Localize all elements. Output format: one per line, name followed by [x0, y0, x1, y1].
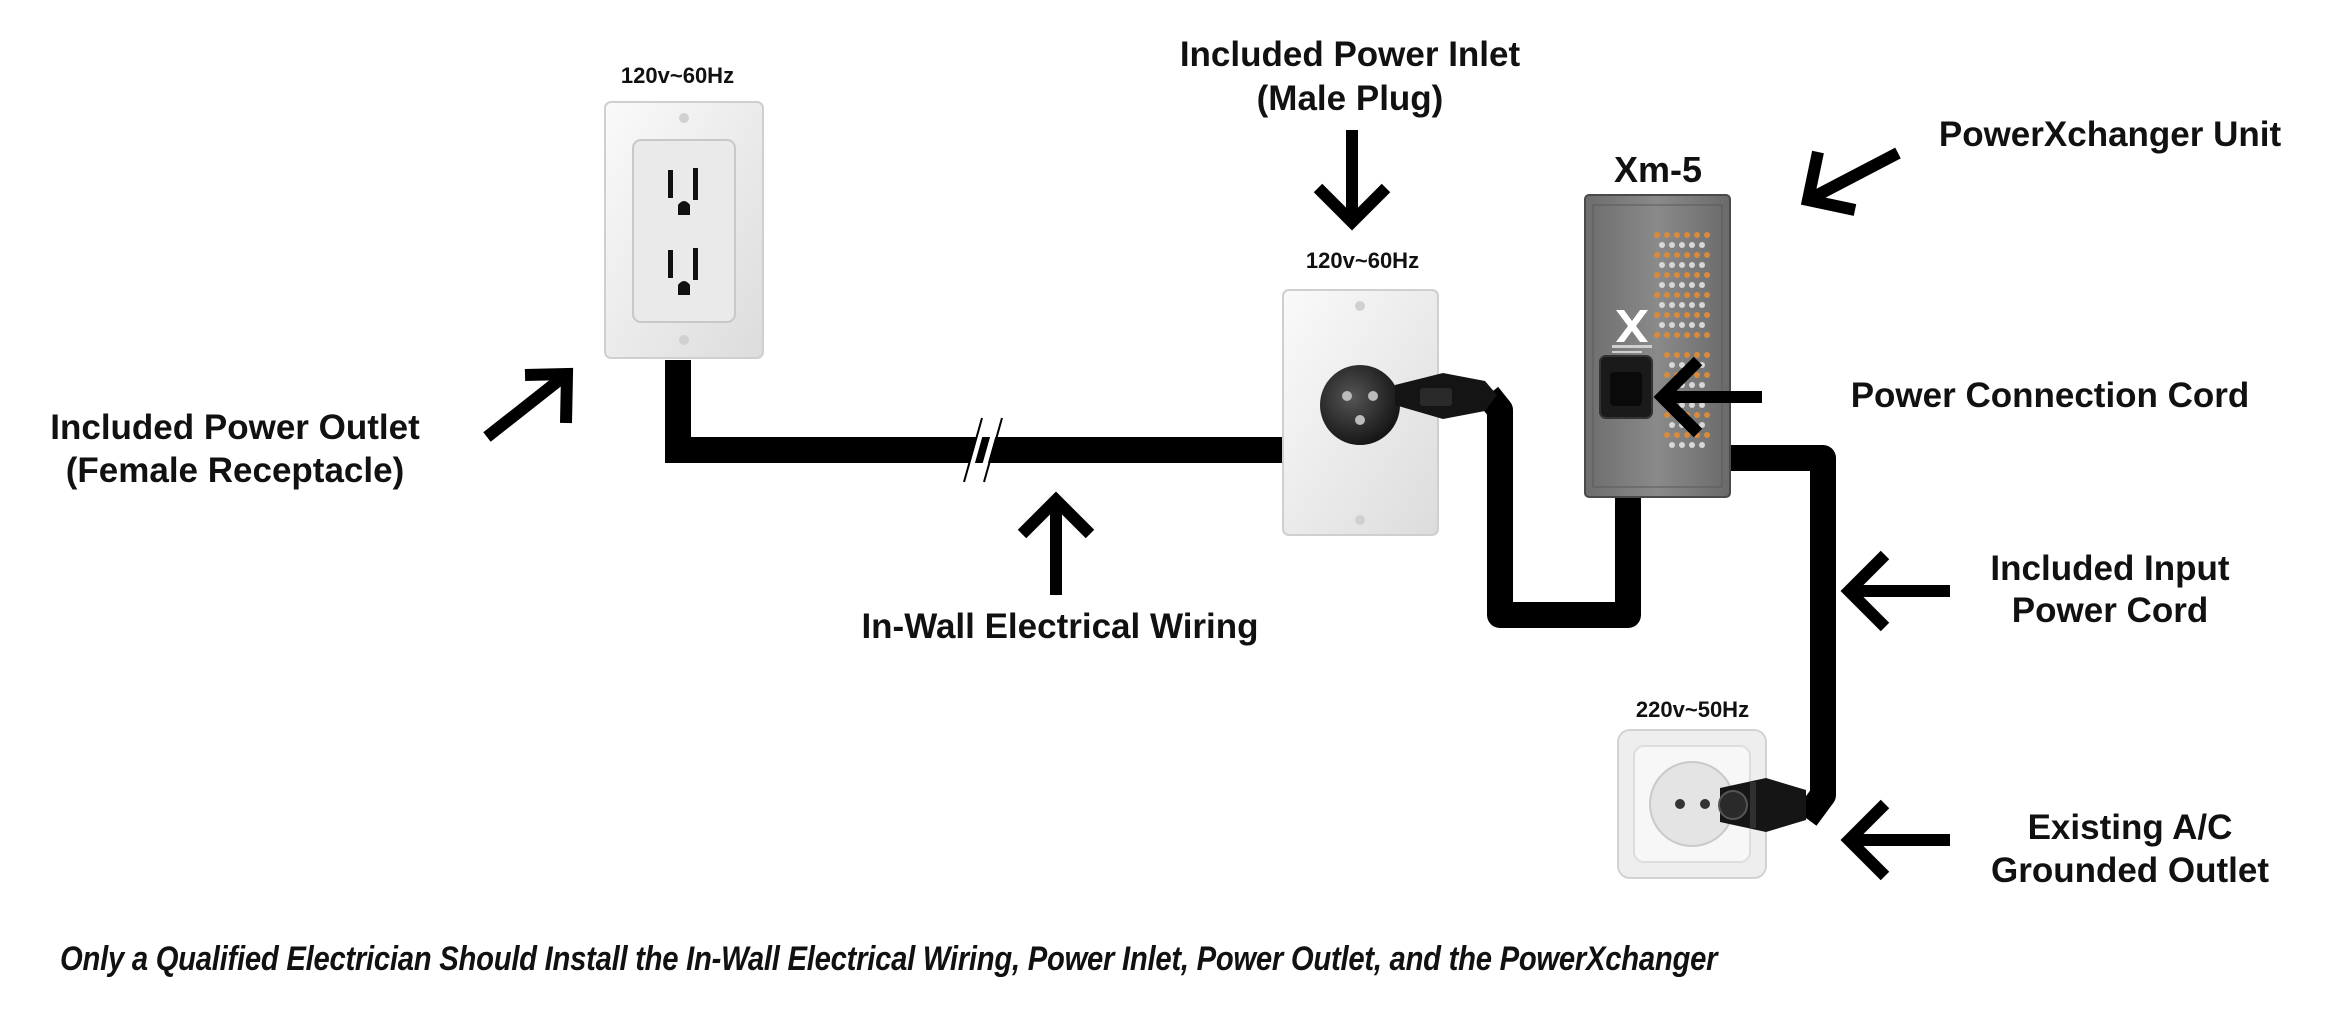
- schuko-plug-icon: [1718, 778, 1806, 832]
- wire-break-mark: [964, 417, 1001, 483]
- wire-break-mark-outline: [963, 417, 1003, 483]
- existing-line2: Grounded Outlet: [1990, 851, 2270, 890]
- arrow-unit: [1800, 147, 1901, 216]
- connection-cord: [1477, 386, 1641, 628]
- arrow-connection: [1653, 356, 1762, 438]
- arrow-icon: [483, 130, 1950, 881]
- input-cord-line1: Included Input: [1990, 549, 2230, 588]
- arrow-outlet: [483, 367, 574, 442]
- existing-voltage-label: 220v~50Hz: [1635, 697, 1750, 722]
- inlet-title-line2: (Male Plug): [1256, 79, 1444, 118]
- input-power-cord: [1730, 445, 1836, 826]
- us-receptacle-icon: [604, 101, 764, 359]
- connection-cord-label: Power Connection Cord: [1850, 376, 2250, 415]
- arrow-input: [1840, 550, 1950, 632]
- inlet-voltage-label: 120v~60Hz: [1305, 248, 1420, 273]
- unit-model-label: Xm-5: [1613, 149, 1703, 190]
- arrow-wiring: [1017, 491, 1095, 595]
- inlet-title-line1: Included Power Inlet: [1179, 35, 1521, 74]
- x-logo-icon: [1612, 310, 1652, 353]
- arrow-inlet: [1313, 130, 1391, 231]
- wiring-label: In-Wall Electrical Wiring: [861, 607, 1259, 646]
- input-cord-line2: Power Cord: [2011, 591, 2209, 630]
- unit-title-label: PowerXchanger Unit: [1938, 115, 2282, 154]
- installation-disclaimer: Only a Qualified Electrician Should Inst…: [60, 940, 1718, 978]
- outlet-voltage-label: 120v~60Hz: [620, 63, 735, 88]
- outlet-title-line1: Included Power Outlet: [50, 408, 420, 447]
- iec-plug-icon: [1395, 373, 1497, 419]
- powerxchanger-unit-icon: [1584, 194, 1731, 498]
- in-wall-wire: [665, 360, 1285, 463]
- outlet-title-line2: (Female Receptacle): [65, 451, 405, 490]
- power-inlet-icon: [1282, 289, 1439, 536]
- arrow-existing: [1840, 799, 1950, 881]
- existing-line1: Existing A/C: [2027, 808, 2233, 847]
- schuko-outlet-icon: [1617, 729, 1767, 879]
